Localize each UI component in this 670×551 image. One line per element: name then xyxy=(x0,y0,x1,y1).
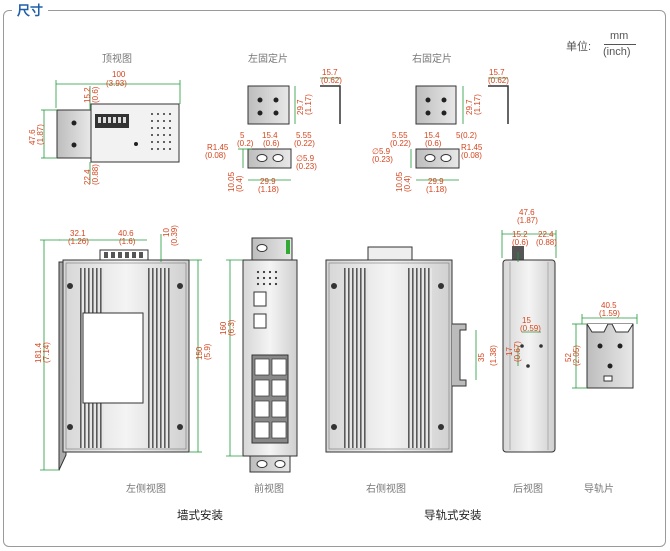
dim-ls-height: 181.4 xyxy=(34,342,43,363)
dim-rb-b-in: (0.6) xyxy=(425,139,442,148)
dim-rail-height-in: (2.05) xyxy=(572,345,581,366)
dim-ls-inner: 150 xyxy=(195,346,204,360)
dim-lb-a: 5 xyxy=(240,131,245,140)
dim-front-height-in: (6.3) xyxy=(227,319,236,336)
dim-top-b: 22.4 xyxy=(83,169,92,185)
dim-lb-diameter: ∅5.9 xyxy=(296,154,315,163)
rear-view-drawing xyxy=(501,230,557,453)
dim-lb-b: 15.4 xyxy=(262,131,278,140)
dim-top-a-in: (0.6) xyxy=(91,86,100,103)
dim-rb-width: 29.9 xyxy=(428,177,444,186)
dim-rail-width-in: (1.59) xyxy=(599,309,620,318)
dim-rb-diameter-in: (0.23) xyxy=(372,155,393,164)
unit-fraction-bar xyxy=(604,44,636,45)
dim-rb-radius-in: (0.08) xyxy=(461,151,482,160)
dim-rb-b: 15.4 xyxy=(424,131,440,140)
dim-rv-a: 15.2 xyxy=(512,230,528,239)
dim-rb-thickness: 15.7 xyxy=(489,68,505,77)
dim-top-height-in: (1.87) xyxy=(36,124,45,145)
unit-label: 单位: xyxy=(566,41,592,53)
dim-lb-radius: R1.45 xyxy=(207,143,229,152)
dim-lb-height: 29.7 xyxy=(296,99,305,115)
label-front-view: 前视图 xyxy=(254,484,284,495)
left-side-view-drawing xyxy=(40,234,202,471)
dim-rv-c: 15 xyxy=(522,316,531,325)
label-left-bracket: 左固定片 xyxy=(248,54,288,65)
label-top-view: 顶视图 xyxy=(102,54,132,65)
front-led-holes xyxy=(256,270,278,286)
dim-lb-radius-in: (0.08) xyxy=(205,151,226,160)
left-bracket-drawing xyxy=(238,77,341,181)
dim-rb-c-in: (0.22) xyxy=(390,139,411,148)
dim-top-height: 47.6 xyxy=(28,129,37,145)
label-rail-clip: 导轨片 xyxy=(584,484,614,495)
dim-lb-a-in: (0.2) xyxy=(237,139,254,148)
dim-rv-width: 47.6 xyxy=(519,208,535,217)
dim-rb-height-in: (1.17) xyxy=(473,94,482,115)
unit-inch: (inch) xyxy=(603,46,631,58)
dim-lb-diameter-in: (0.23) xyxy=(296,162,317,171)
dim-rb-thickness-in: (0.62) xyxy=(488,76,509,85)
rail-clip-drawing xyxy=(572,314,638,389)
outer-frame xyxy=(3,10,666,547)
dim-ls-a: 32.1 xyxy=(70,229,86,238)
dim-top-width: 100 xyxy=(112,70,126,79)
label-right-side-view: 右侧视图 xyxy=(366,484,406,495)
dim-rs-height: 35 xyxy=(477,353,486,362)
dim-lb-e-in: (0.4) xyxy=(235,175,244,192)
section-title: 尺寸 xyxy=(12,0,49,19)
top-view-drawing xyxy=(41,80,181,184)
dim-lb-width: 29.9 xyxy=(260,177,276,186)
unit-mm: mm xyxy=(610,30,629,42)
right-side-view-drawing xyxy=(325,246,477,453)
label-rear-view: 后视图 xyxy=(513,484,543,495)
dim-rail-width: 40.5 xyxy=(601,301,617,310)
dim-lb-c-in: (0.22) xyxy=(294,139,315,148)
dim-rb-height: 29.7 xyxy=(465,99,474,115)
dim-top-a: 15.2 xyxy=(83,87,92,103)
dim-rb-radius: R1.45 xyxy=(461,143,483,152)
dim-rv-b-in: (0.88) xyxy=(536,238,557,247)
dim-rv-b: 22.4 xyxy=(538,230,554,239)
dim-ls-a-in: (1.26) xyxy=(68,237,89,246)
dim-rail-height: 52 xyxy=(564,353,573,362)
dim-rb-width-in: (1.18) xyxy=(426,185,447,194)
dim-rb-a: 5(0.2) xyxy=(456,131,477,140)
caption-din-rail-mount: 导轨式安装 xyxy=(424,510,482,522)
front-view-drawing xyxy=(226,237,298,473)
dim-lb-b-in: (0.6) xyxy=(263,139,280,148)
dim-rv-d-in: (0.67) xyxy=(513,341,522,362)
dim-rb-e: 10.05 xyxy=(395,171,404,192)
dim-rs-height-in: (1.38) xyxy=(489,345,498,366)
dim-rv-d: 17 xyxy=(505,347,514,356)
dim-rb-e-in: (0.4) xyxy=(403,175,412,192)
dim-lb-thickness-in: (0.62) xyxy=(321,76,342,85)
caption-wall-mount: 墙式安装 xyxy=(177,510,223,522)
top-vent-holes xyxy=(151,113,171,150)
dim-lb-thickness: 15.7 xyxy=(322,68,338,77)
dim-top-width-in: (3.93) xyxy=(106,79,127,88)
dim-ls-b: 40.6 xyxy=(118,229,134,238)
dim-ls-inner-in: (5.9) xyxy=(203,343,212,360)
dim-rv-a-in: (0.6) xyxy=(512,238,529,247)
dim-rv-c-in: (0.59) xyxy=(520,324,541,333)
dim-rb-diameter: ∅5.9 xyxy=(372,147,391,156)
dim-front-height: 160 xyxy=(219,321,228,335)
dim-rb-c: 5.55 xyxy=(392,131,408,140)
dim-rv-width-in: (1.87) xyxy=(517,216,538,225)
right-bracket-drawing xyxy=(410,77,509,181)
dim-ls-c: 10 xyxy=(162,228,171,237)
dim-ls-c-in: (0.39) xyxy=(170,225,179,246)
dim-lb-height-in: (1.17) xyxy=(304,94,313,115)
dim-ls-height-in: (7.14) xyxy=(42,342,51,363)
dim-lb-c: 5.55 xyxy=(296,131,312,140)
dim-lb-width-in: (1.18) xyxy=(258,185,279,194)
dim-ls-b-in: (1.6) xyxy=(119,237,136,246)
dim-top-b-in: (0.88) xyxy=(91,164,100,185)
label-right-bracket: 右固定片 xyxy=(412,54,452,65)
dim-lb-e: 10.05 xyxy=(227,171,236,192)
label-left-side-view: 左侧视图 xyxy=(126,484,166,495)
